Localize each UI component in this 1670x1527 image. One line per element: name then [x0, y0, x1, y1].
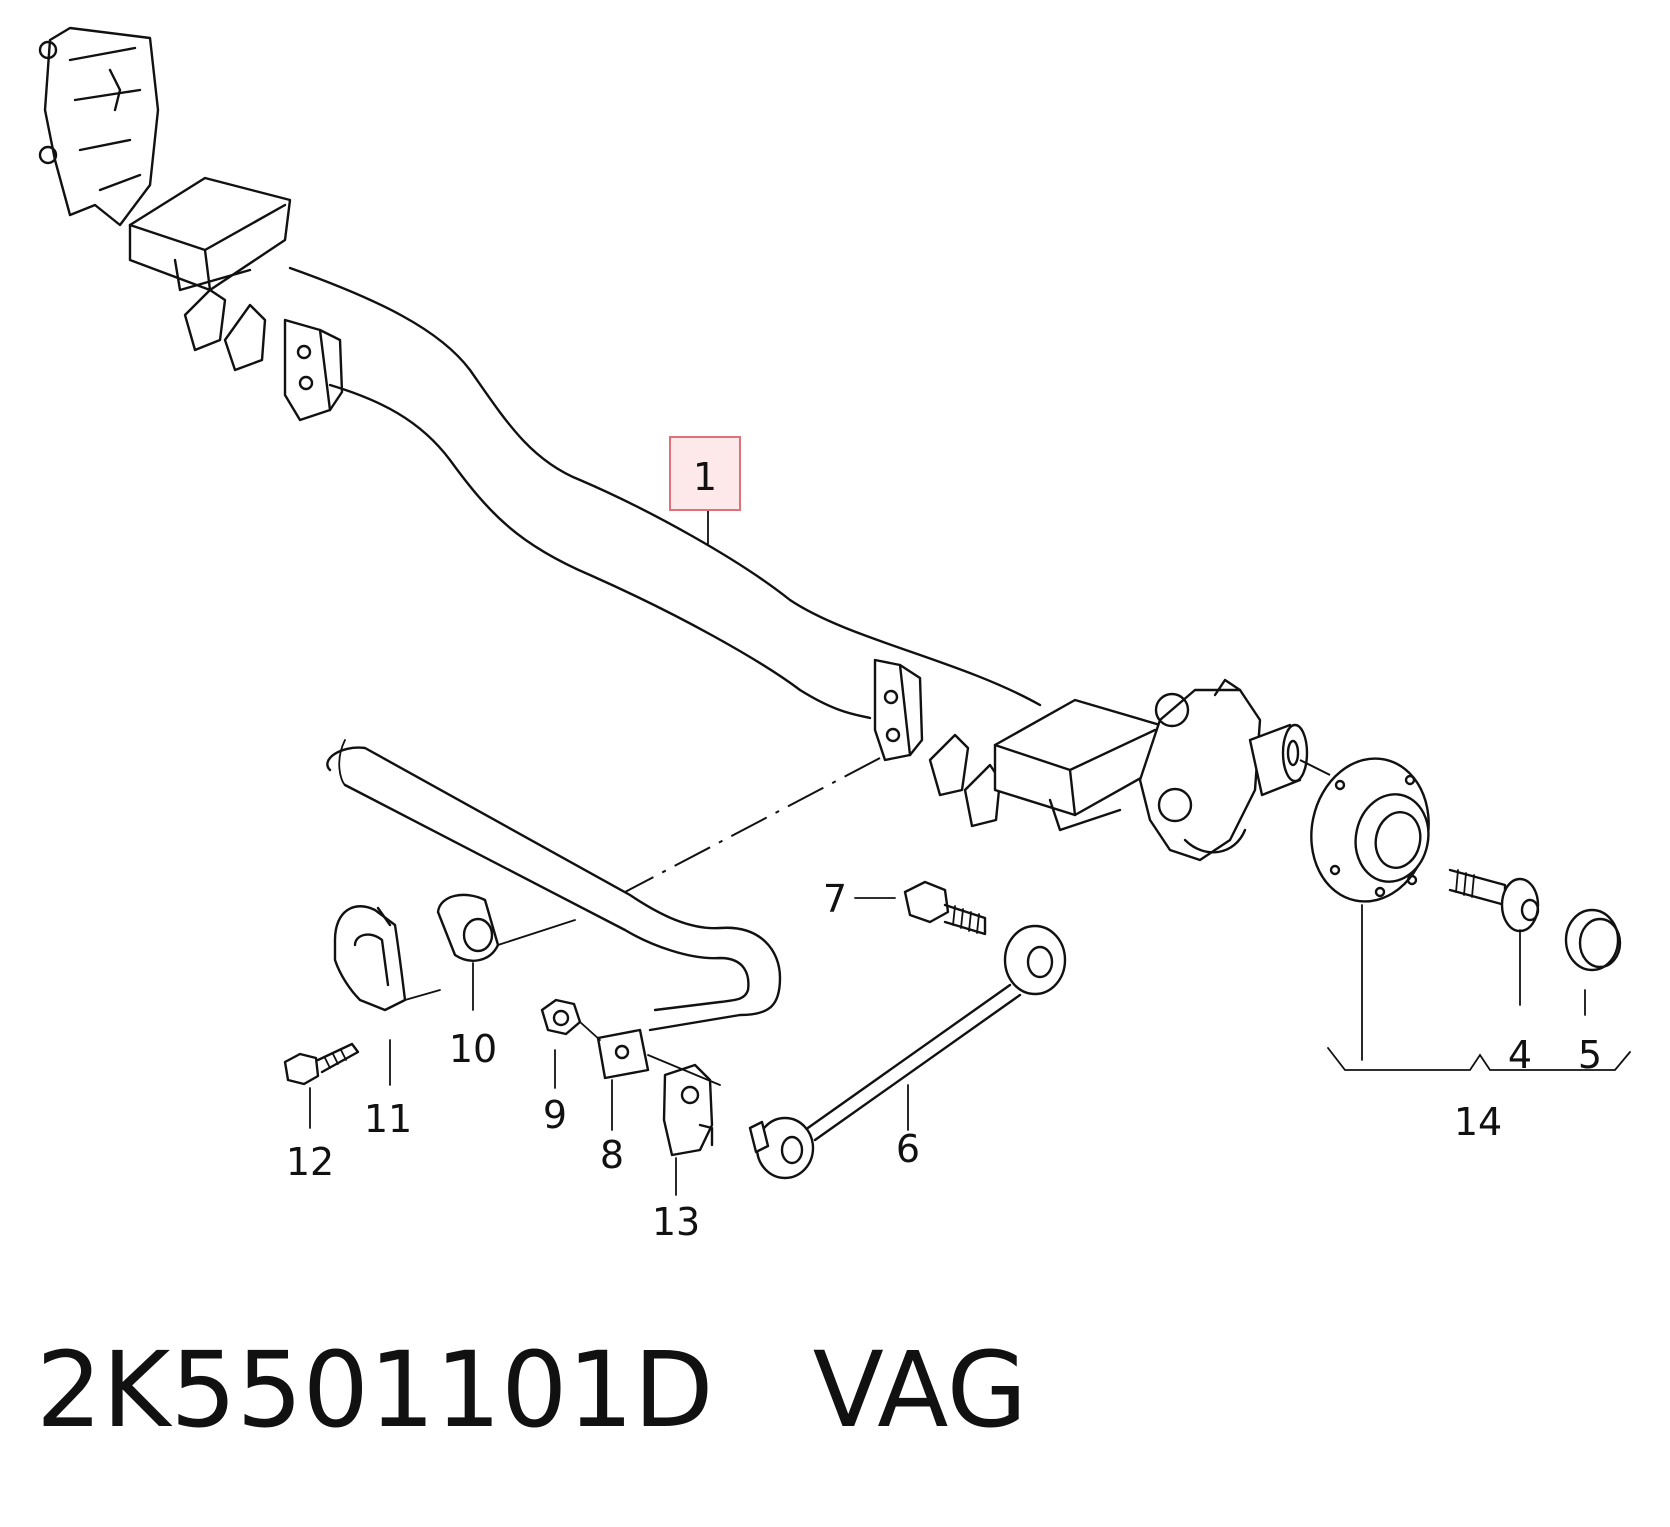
leader-lines	[309, 509, 1631, 1196]
callout-1[interactable]: 1	[693, 455, 717, 499]
clamp-11[interactable]	[333, 905, 441, 1012]
callout-8[interactable]: 8	[600, 1133, 624, 1177]
nut-9[interactable]	[540, 998, 601, 1041]
part-number-caption: 2K5501101D VAG	[36, 1329, 1028, 1451]
hub-bolt-4[interactable]	[1448, 868, 1540, 933]
highlight-box-part-1	[669, 436, 741, 511]
callout-11[interactable]: 11	[364, 1097, 412, 1141]
callout-10[interactable]: 10	[449, 1027, 497, 1071]
wheel-hub-14[interactable]	[1298, 748, 1441, 913]
callout-13[interactable]: 13	[652, 1200, 700, 1244]
screw-12[interactable]	[283, 1042, 360, 1086]
bolt-7[interactable]	[903, 880, 987, 936]
callout-7[interactable]: 7	[823, 877, 847, 921]
assembly-axis-line	[624, 757, 881, 893]
callout-12[interactable]: 12	[286, 1140, 334, 1184]
stabilizer-bar[interactable]	[326, 739, 782, 1032]
callout-14[interactable]: 14	[1454, 1100, 1502, 1144]
mount-plate-8[interactable]	[596, 1028, 721, 1086]
rubber-bush-10[interactable]	[436, 893, 576, 962]
cap-5[interactable]	[1564, 908, 1622, 972]
callout-4[interactable]: 4	[1508, 1033, 1532, 1077]
callout-6[interactable]: 6	[896, 1127, 920, 1171]
callout-labels: 1 7 6 4 5 14 10 11 12 9 8 13	[286, 455, 1602, 1244]
bracket-13[interactable]	[662, 1063, 714, 1157]
callout-9[interactable]: 9	[543, 1093, 567, 1137]
callout-5[interactable]: 5	[1578, 1033, 1602, 1077]
rear-axle-beam[interactable]	[38, 26, 1309, 862]
assembly-axis-line	[1299, 759, 1331, 776]
coupling-rod-6[interactable]	[748, 924, 1067, 1180]
